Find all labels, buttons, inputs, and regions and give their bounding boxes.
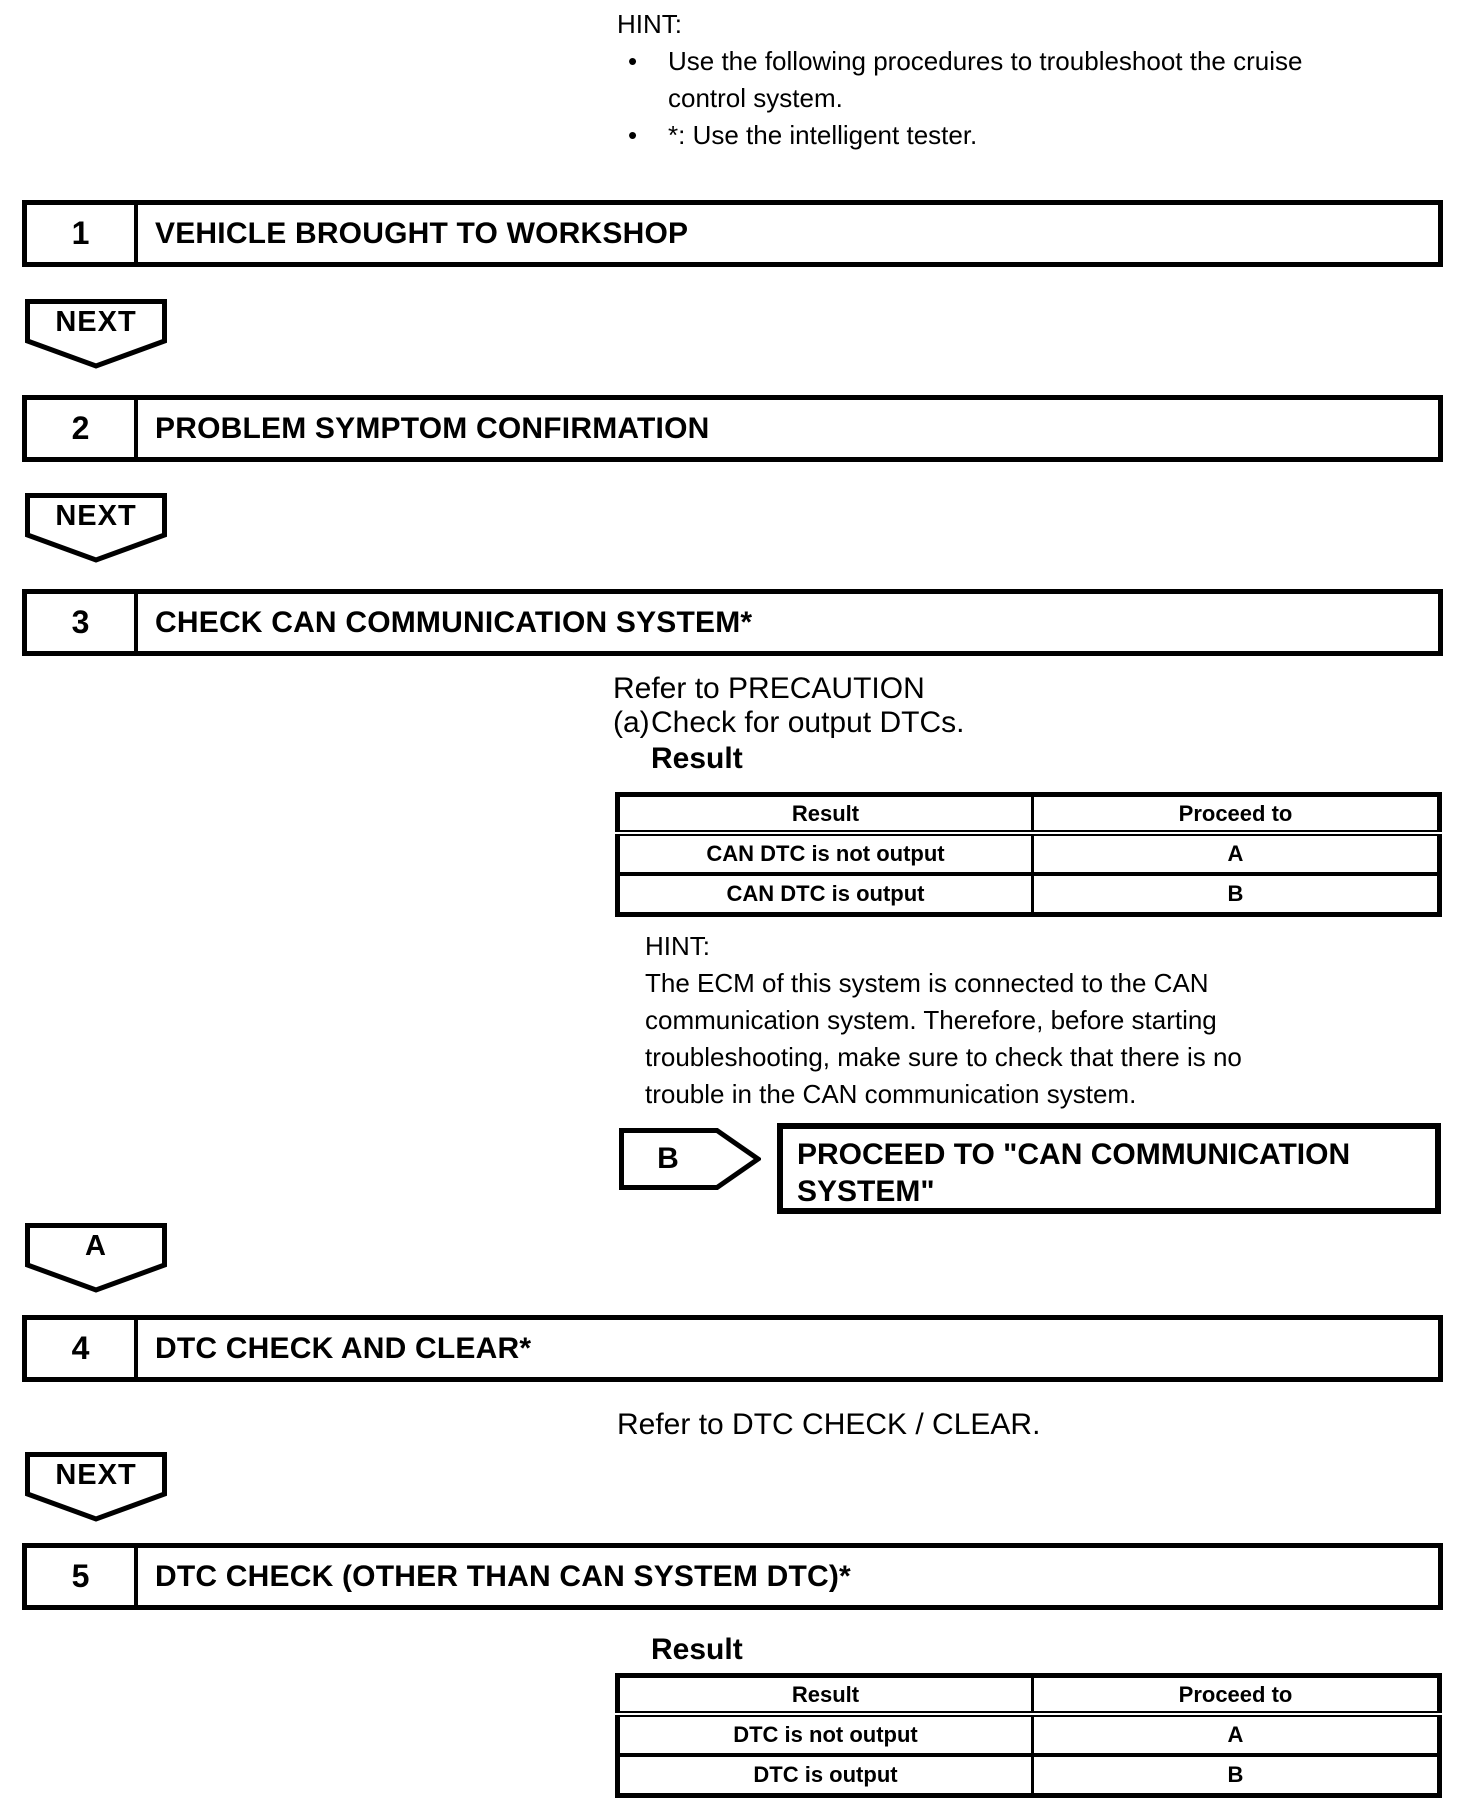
result-label-1: Result: [651, 742, 743, 775]
refer-dtc-clear-text: Refer to DTC CHECK / CLEAR.: [617, 1408, 1041, 1441]
step-1-title: VEHICLE BROUGHT TO WORKSHOP: [155, 216, 689, 250]
hint-block-ecm: HINT: The ECM of this system is connecte…: [645, 928, 1242, 1113]
result-table-2: Result Proceed to DTC is not output A DT…: [615, 1673, 1442, 1798]
proceed-line-2: SYSTEM": [797, 1175, 935, 1208]
table-row: DTC is not output A: [616, 1712, 1441, 1757]
table-row: DTC is output B: [616, 1753, 1441, 1797]
step-box-2: 2 PROBLEM SYMPTOM CONFIRMATION: [22, 395, 1443, 462]
hint-bullet-1-text: Use the following procedures to troubles…: [668, 46, 1303, 76]
hint-line-2: communication system. Therefore, before …: [645, 1005, 1217, 1035]
table1-cell-r2c1: CAN DTC is output: [616, 872, 1034, 916]
table-header-row: Result Proceed to: [616, 1674, 1441, 1717]
branch-b-label: B: [657, 1142, 679, 1175]
step-5-number: 5: [27, 1548, 138, 1605]
step-3-title: CHECK CAN COMMUNICATION SYSTEM*: [155, 605, 753, 639]
down-arrow-icon: [25, 299, 167, 369]
hint-label: HINT:: [617, 9, 682, 39]
hint-line-3: troubleshooting, make sure to check that…: [645, 1042, 1242, 1072]
step-box-5: 5 DTC CHECK (OTHER THAN CAN SYSTEM DTC)*: [22, 1543, 1443, 1610]
table2-cell-r1c1: DTC is not output: [616, 1712, 1034, 1757]
table2-cell-r2c1: DTC is output: [616, 1753, 1034, 1797]
substep-a-text: Check for output DTCs.: [651, 706, 965, 739]
result-table-1: Result Proceed to CAN DTC is not output …: [615, 792, 1442, 917]
next-arrow-3-label: NEXT: [55, 1458, 137, 1491]
step-4-instructions: Refer to DTC CHECK / CLEAR.: [617, 1408, 1040, 1442]
table2-cell-r1c2: A: [1031, 1712, 1441, 1757]
hint-line-4: trouble in the CAN communication system.: [645, 1079, 1137, 1109]
step-4-title: DTC CHECK AND CLEAR*: [155, 1331, 532, 1365]
step-2-title: PROBLEM SYMPTOM CONFIRMATION: [155, 411, 710, 445]
table1-cell-r2c2: B: [1031, 872, 1441, 916]
hint-bullet-2-text: *: Use the intelligent tester.: [668, 120, 978, 150]
proceed-box: PROCEED TO "CAN COMMUNICATION SYSTEM": [777, 1123, 1441, 1214]
table1-cell-r1c1: CAN DTC is not output: [616, 831, 1034, 876]
result-label-2: Result: [651, 1633, 743, 1666]
next-arrow-2-label: NEXT: [55, 499, 137, 532]
table1-cell-r1c2: A: [1031, 831, 1441, 876]
step-box-4: 4 DTC CHECK AND CLEAR*: [22, 1315, 1443, 1382]
table-row: CAN DTC is not output A: [616, 831, 1441, 876]
step-4-number: 4: [27, 1320, 138, 1377]
bullet-icon: •: [628, 120, 638, 150]
table2-header-proceed: Proceed to: [1031, 1674, 1441, 1717]
table1-header-proceed: Proceed to: [1031, 793, 1441, 836]
down-arrow-icon: [25, 1223, 167, 1293]
hint-bullet-1: • Use the following procedures to troubl…: [628, 43, 1302, 80]
step-3-instructions: Refer to PRECAUTION (a) Check for output…: [613, 672, 964, 740]
hint-line-1: The ECM of this system is connected to t…: [645, 968, 1209, 998]
right-arrow-icon: [619, 1128, 761, 1190]
step-box-1: 1 VEHICLE BROUGHT TO WORKSHOP: [22, 200, 1443, 267]
hint-label: HINT:: [645, 931, 710, 961]
hint-block-top: HINT: • Use the following procedures to …: [617, 6, 1302, 154]
hint-bullet-1-text-cont: control system.: [668, 83, 843, 113]
next-arrow-2: NEXT: [25, 493, 167, 563]
down-arrow-icon: [25, 493, 167, 563]
refer-precaution-text: Refer to PRECAUTION: [613, 672, 925, 705]
step-box-3: 3 CHECK CAN COMMUNICATION SYSTEM*: [22, 589, 1443, 656]
table2-cell-r2c2: B: [1031, 1753, 1441, 1797]
table-header-row: Result Proceed to: [616, 793, 1441, 836]
step-5-title: DTC CHECK (OTHER THAN CAN SYSTEM DTC)*: [155, 1559, 851, 1593]
branch-a-arrow: A: [25, 1223, 167, 1293]
next-arrow-1: NEXT: [25, 299, 167, 369]
next-arrow-1-label: NEXT: [55, 305, 137, 338]
branch-b-arrow: B: [619, 1128, 761, 1190]
proceed-line-1: PROCEED TO "CAN COMMUNICATION: [797, 1138, 1351, 1171]
branch-a-label: A: [85, 1229, 107, 1262]
table-row: CAN DTC is output B: [616, 872, 1441, 916]
table2-header-result: Result: [616, 1674, 1034, 1717]
hint-bullet-2: • *: Use the intelligent tester.: [628, 117, 1302, 154]
substep-a-label: (a): [613, 706, 650, 739]
step-1-number: 1: [27, 205, 138, 262]
substep-a: (a) Check for output DTCs.: [613, 706, 964, 740]
table1-header-result: Result: [616, 793, 1034, 836]
step-3-number: 3: [27, 594, 138, 651]
down-arrow-icon: [25, 1452, 167, 1522]
bullet-icon: •: [628, 46, 638, 76]
step-2-number: 2: [27, 400, 138, 457]
next-arrow-3: NEXT: [25, 1452, 167, 1522]
